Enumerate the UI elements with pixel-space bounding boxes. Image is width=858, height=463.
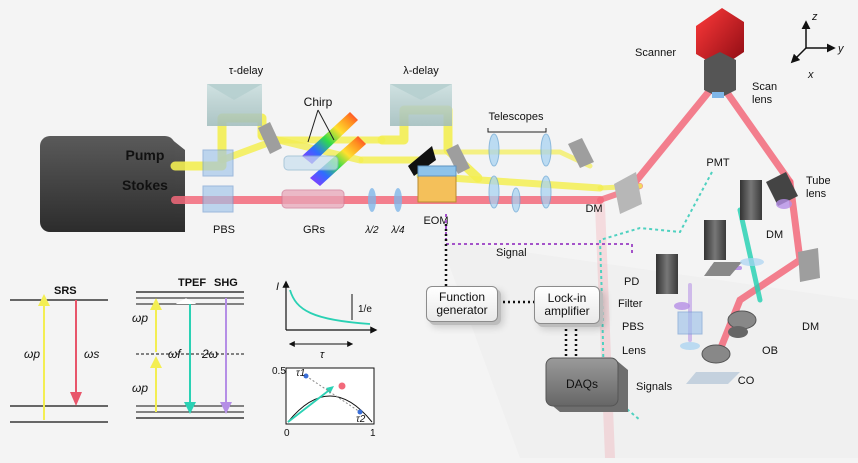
phasor-y-tick: 0.5 bbox=[272, 366, 286, 377]
tube-lens: Tube lens bbox=[766, 172, 831, 209]
decay-tau: τ bbox=[320, 349, 325, 361]
signals-label: Signals bbox=[636, 381, 673, 393]
grs-label: GRs bbox=[303, 224, 326, 236]
eom-label: EOM bbox=[423, 215, 448, 227]
signal-label: Signal bbox=[496, 247, 527, 259]
function-generator-label-2: generator bbox=[436, 303, 488, 317]
tpef-omega-p-lower: ωp bbox=[132, 381, 148, 395]
tau-delay-label: τ-delay bbox=[229, 65, 264, 77]
eom: EOM bbox=[417, 165, 457, 227]
scanner-label: Scanner bbox=[635, 47, 676, 59]
tube-lens-label-1: Tube bbox=[806, 175, 831, 187]
inset-decay-curve: I 1/e τ bbox=[276, 280, 378, 361]
stokes-label: Stokes bbox=[122, 177, 168, 193]
telescopes-label: Telescopes bbox=[488, 111, 544, 123]
phasor-tau1: τ1 bbox=[296, 368, 305, 379]
daqs-box: DAQs bbox=[545, 357, 628, 412]
inset-phasor-plot: 0.5 0 1 τ1 τ2 bbox=[272, 366, 376, 439]
shg-label: SHG bbox=[214, 277, 238, 289]
pbs-label: PBS bbox=[213, 224, 235, 236]
tube-lens-label-2: lens bbox=[806, 188, 827, 200]
photodiode-branch: PD Filter PBS Lens bbox=[618, 254, 703, 357]
dichroic-black bbox=[408, 146, 436, 176]
energy-diagram-srs: SRS ωp ωs bbox=[10, 285, 108, 423]
axes-glyph: z y x bbox=[790, 11, 845, 81]
filter-label: Filter bbox=[618, 298, 643, 310]
lambda-delay-prism: λ-delay bbox=[390, 65, 452, 126]
pbs-detector-label: PBS bbox=[622, 321, 644, 333]
energy-diagram-tpef-shg: TPEF SHG ωp ωp ωf 2ω bbox=[132, 277, 244, 419]
lockin-label-1: Lock-in bbox=[547, 291, 587, 305]
function-generator: Function generator bbox=[426, 286, 498, 322]
pd-label: PD bbox=[624, 276, 639, 288]
tpef-omega-f: ωf bbox=[168, 347, 182, 361]
phasor-x-tick0: 0 bbox=[284, 428, 290, 439]
scan-lens-label-1: Scan bbox=[752, 81, 777, 93]
quarter-wave-label: λ/4 bbox=[390, 225, 405, 236]
pbs-cubes: PBS bbox=[202, 149, 235, 236]
ob-label: OB bbox=[762, 345, 778, 357]
phasor-x-tick1: 1 bbox=[370, 428, 376, 439]
laser-source: Pump Stokes bbox=[40, 136, 185, 232]
co-label: CO bbox=[738, 375, 755, 387]
scan-lens-label-2: lens bbox=[752, 94, 773, 106]
tpef-label: TPEF bbox=[178, 277, 206, 289]
gratings-rods: GRs bbox=[281, 155, 345, 236]
objective: OB bbox=[727, 310, 778, 357]
scanner: Scanner bbox=[635, 8, 744, 98]
dm-right-label: DM bbox=[802, 321, 819, 333]
decay-ylabel: I bbox=[276, 281, 279, 293]
srs-omega-p: ωp bbox=[24, 347, 40, 361]
lens-label: Lens bbox=[622, 345, 646, 357]
condenser: CO bbox=[686, 344, 755, 387]
dm-pmt-label: DM bbox=[766, 229, 783, 241]
waveplates: λ/2 λ/4 bbox=[364, 188, 405, 236]
axis-z: z bbox=[811, 11, 818, 23]
telescopes-bracket: Telescopes bbox=[487, 111, 547, 133]
lockin-label-2: amplifier bbox=[544, 304, 590, 318]
dm-main-label: DM bbox=[585, 203, 602, 215]
tau-delay-prism: τ-delay bbox=[207, 65, 264, 126]
half-wave-label: λ/2 bbox=[364, 225, 379, 236]
axis-y: y bbox=[837, 43, 845, 55]
floor-shading bbox=[440, 240, 858, 458]
axis-x: x bbox=[807, 69, 814, 81]
phasor-tau2: τ2 bbox=[356, 414, 366, 425]
daqs-label: DAQs bbox=[566, 377, 598, 391]
telescope-lenses bbox=[488, 133, 552, 213]
function-generator-label-1: Function bbox=[438, 290, 486, 304]
chirp-label: Chirp bbox=[304, 95, 333, 109]
mirrors bbox=[258, 122, 820, 282]
tpef-omega-p-upper: ωp bbox=[132, 311, 148, 325]
pmt-label: PMT bbox=[706, 157, 730, 169]
srs-omega-s: ωs bbox=[84, 347, 99, 361]
pump-label: Pump bbox=[126, 147, 165, 163]
srs-label: SRS bbox=[54, 285, 77, 297]
pmt-detectors: PMT DM bbox=[704, 157, 783, 276]
lambda-delay-label: λ-delay bbox=[403, 65, 439, 77]
decay-marker: 1/e bbox=[358, 304, 372, 315]
shg-two-omega: 2ω bbox=[201, 347, 218, 361]
lockin-amplifier: Lock-in amplifier bbox=[534, 286, 600, 324]
